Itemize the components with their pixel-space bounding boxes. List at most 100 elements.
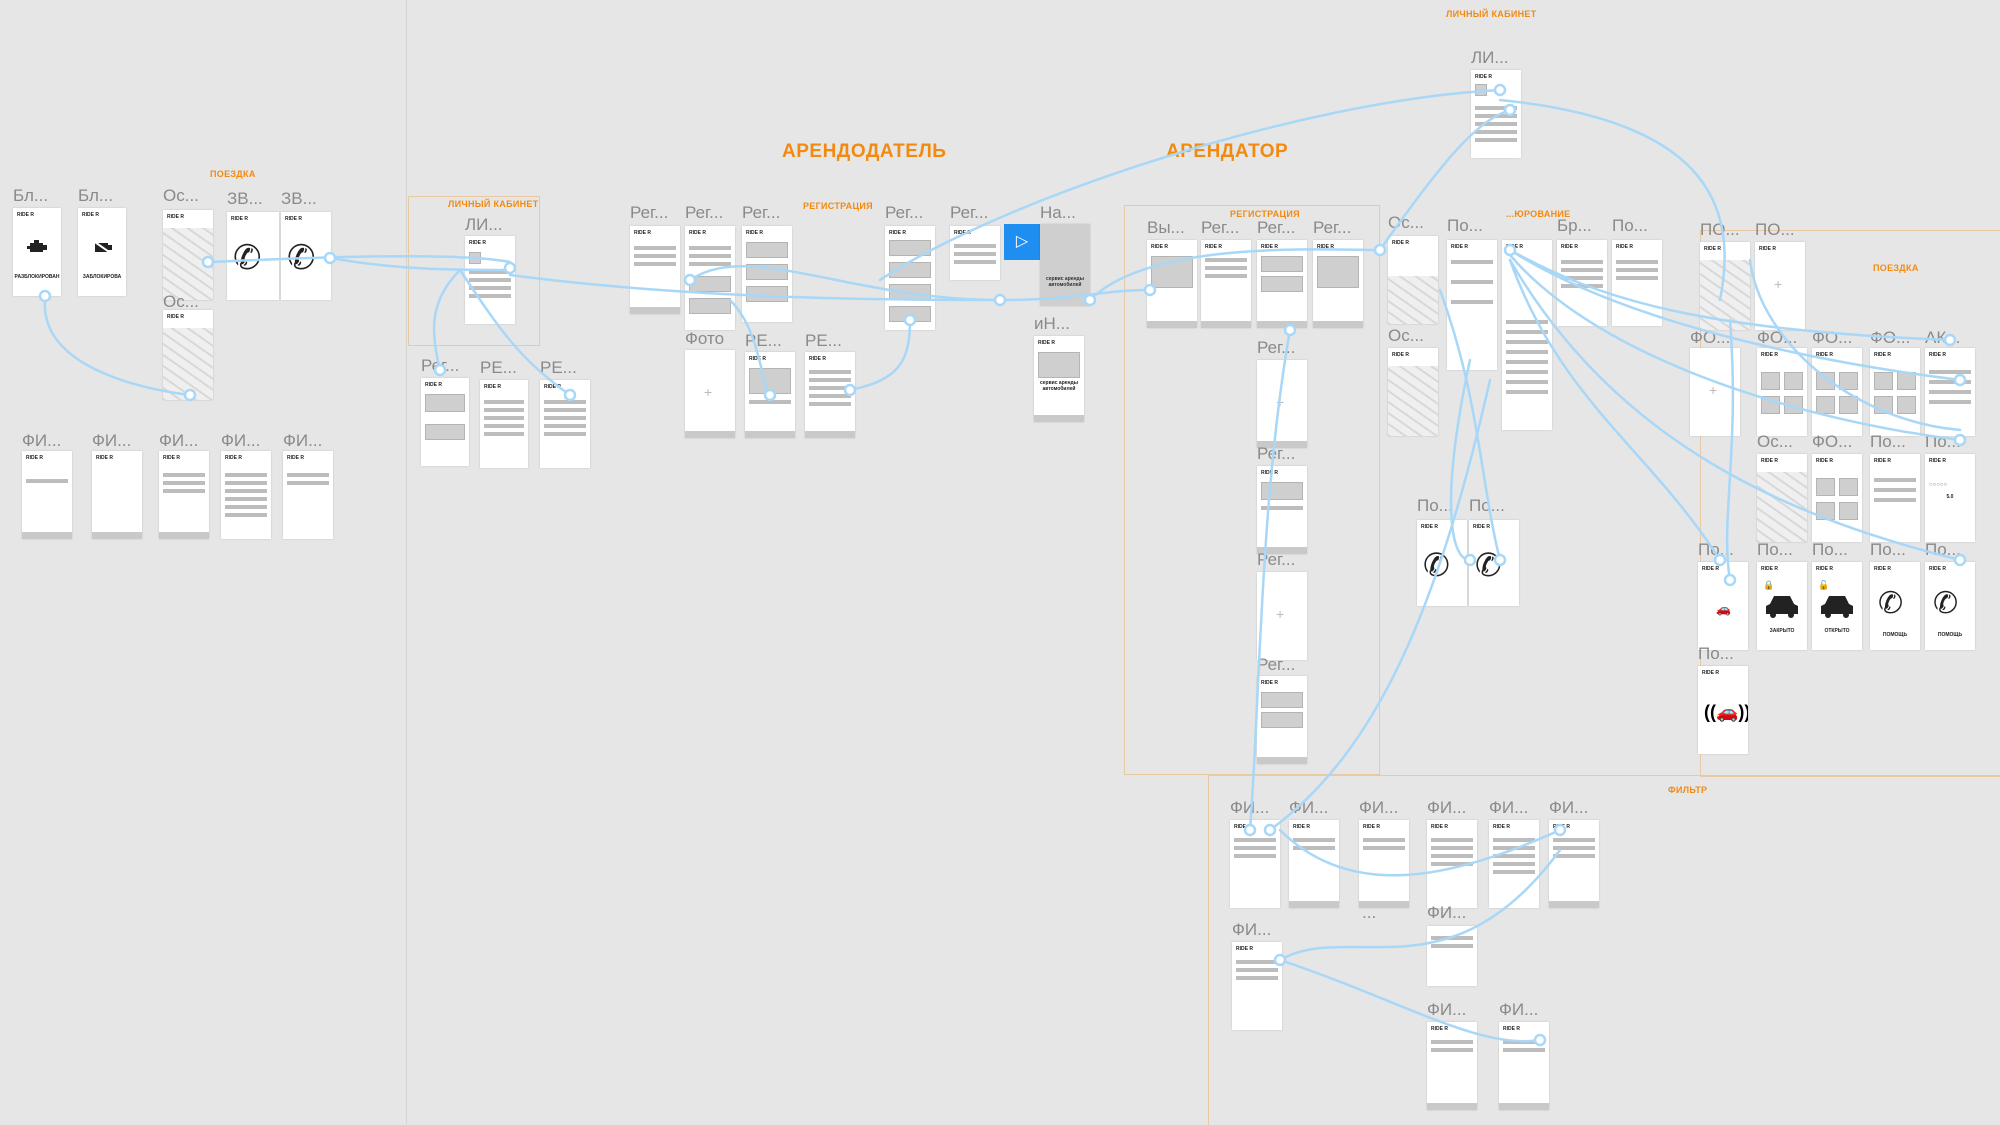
artboard-row — [1506, 380, 1548, 384]
artboard-filter[interactable]: RIDE R — [22, 451, 72, 539]
artboard-row — [634, 262, 676, 266]
artboard-logo: RIDE R — [1816, 566, 1833, 572]
form-block — [1038, 352, 1080, 378]
artboard-row — [809, 394, 851, 398]
frame-title: ЗВ... — [281, 189, 317, 208]
artboard-photo-grid[interactable]: RIDE R — [1812, 454, 1862, 542]
frame-title: По... — [1870, 540, 1906, 559]
artboard-row — [1506, 390, 1548, 394]
artboard-row — [749, 400, 791, 404]
section-label-lichnyi-kabinet-top: ЛИЧНЫЙ КАБИНЕТ — [1446, 9, 1537, 19]
frame-title: иН... — [1034, 314, 1070, 333]
artboard-registration[interactable]: RIDE R — [421, 378, 469, 466]
artboard-logo: RIDE R — [225, 455, 242, 461]
artboard-photo[interactable]: + — [685, 350, 735, 438]
artboard-choice[interactable]: RIDE R — [1147, 240, 1197, 328]
artboard-logo: RIDE R — [1261, 680, 1278, 686]
artboard-footer — [1499, 1103, 1549, 1110]
artboard-row — [225, 489, 267, 493]
artboard-row — [1493, 862, 1535, 866]
artboard-call-forward[interactable]: RIDE R ✆ — [227, 212, 279, 300]
artboard-logo: RIDE R — [746, 230, 763, 236]
artboard-photo-grid[interactable]: RIDE R — [1812, 348, 1862, 436]
lock-icon: 🔓 — [1818, 580, 1830, 590]
artboard-car-opened[interactable]: RIDE R 🔓 ОТКРЫТО — [1812, 562, 1862, 650]
artboard-row — [225, 473, 267, 477]
closed-caption: ЗАКРЫТО — [1769, 628, 1795, 634]
artboard-map[interactable]: RIDE R — [1388, 236, 1438, 324]
artboard-row — [1234, 846, 1276, 850]
artboard-logo: RIDE R — [287, 455, 304, 461]
artboard-row — [1506, 320, 1548, 324]
map-preview — [1388, 276, 1438, 324]
artboard-trip[interactable]: RIDE R + — [1755, 242, 1805, 330]
artboard-trip[interactable]: RIDE R — [1870, 454, 1920, 542]
form-block — [1261, 482, 1303, 500]
artboard-row — [689, 254, 731, 258]
artboard-car[interactable]: RIDE R 🚗 — [1698, 562, 1748, 650]
artboard-call-forward[interactable]: RIDE R ✆ — [1417, 520, 1467, 606]
artboard-row — [1561, 260, 1603, 264]
artboard-help-forward[interactable]: RIDE R ✆ ПОМОЩЬ — [1870, 562, 1920, 650]
artboard-filter[interactable]: RIDE R — [1359, 820, 1409, 908]
artboard-booking[interactable]: RIDE R — [1612, 240, 1662, 326]
artboard-logo: RIDE R — [285, 216, 302, 222]
artboard-act[interactable]: RIDE R — [1925, 348, 1975, 436]
artboard-filter[interactable]: RIDE R — [1232, 942, 1282, 1030]
frame-title: РЕ... — [805, 331, 842, 350]
frame-title: ЗВ... — [227, 189, 263, 208]
artboard-logo: RIDE R — [1151, 244, 1168, 250]
service-caption: сервис аренды автомобилей — [1045, 276, 1084, 288]
artboard-help[interactable]: RIDE R ✆ ПОМОЩЬ — [1925, 562, 1975, 650]
artboard-logo: RIDE R — [167, 314, 184, 320]
phone-icon: ✆ — [1933, 587, 1959, 620]
frame-title: ФИ... — [1289, 798, 1329, 817]
artboard-map[interactable]: RIDE R — [1388, 348, 1438, 436]
frame-title: ФИ... — [1427, 1000, 1467, 1019]
artboard-registration[interactable]: RIDE R — [950, 226, 1000, 280]
artboard-registration[interactable]: RIDE R — [1257, 676, 1307, 764]
section-label-arendator: АРЕНДАТОР — [1166, 141, 1289, 162]
artboard-car-closed[interactable]: RIDE R 🔒 ЗАКРЫТО — [1757, 562, 1807, 650]
artboard-registration[interactable]: RIDE R — [1257, 240, 1307, 328]
artboard-filter[interactable]: RIDE R — [1489, 820, 1539, 908]
artboard-registration[interactable]: RIDE R — [1257, 466, 1307, 554]
artboard-photo[interactable]: + — [1257, 572, 1307, 660]
artboard-registration[interactable]: RIDE R — [805, 352, 855, 438]
artboard-logo: RIDE R — [1503, 1026, 1520, 1032]
artboard-footer — [22, 532, 72, 539]
artboard-row — [544, 432, 586, 436]
artboard-booking[interactable]: RIDE R — [1447, 240, 1497, 370]
artboard-logo: RIDE R — [809, 356, 826, 362]
artboard-logo: RIDE R — [1392, 240, 1409, 246]
artboard-photo-grid[interactable]: RIDE R — [1757, 348, 1807, 436]
rating-stars[interactable]: ○○○○○ — [1929, 482, 1948, 488]
artboard-filter[interactable]: RIDE R — [159, 451, 209, 539]
artboard-row — [1431, 862, 1473, 866]
artboard-filter[interactable]: RIDE R — [283, 451, 333, 539]
artboard-map[interactable]: RIDE R — [163, 210, 213, 300]
artboard-row — [1475, 138, 1517, 142]
artboard-rating[interactable]: RIDE R ○○○○○ 5.0 — [1925, 454, 1975, 542]
play-button[interactable]: ▷ — [1004, 224, 1040, 260]
artboard-filter[interactable]: RIDE R — [221, 451, 271, 539]
artboard-profile[interactable]: RIDE R — [465, 236, 515, 324]
artboard-registration[interactable]: RIDE R — [1313, 240, 1363, 328]
artboard-onboarding[interactable]: RIDE R сервис аренды автомобилей — [1034, 336, 1084, 422]
artboard-row — [469, 270, 511, 274]
form-block — [425, 424, 465, 440]
section-label-bronirovanie: ...ЮРОВАНИЕ — [1506, 209, 1571, 219]
artboard-registration[interactable]: RIDE R — [630, 226, 680, 314]
artboard-filter[interactable]: RIDE R — [92, 451, 142, 539]
section-label-filtr: ФИЛЬТР — [1668, 785, 1708, 795]
artboard-row — [1553, 846, 1595, 850]
artboard-locked[interactable]: RIDE R ЗАБЛОКИРОВА — [78, 208, 126, 296]
artboard-map[interactable]: RIDE R — [163, 310, 213, 400]
artboard-unlocked[interactable]: RIDE R РАЗБЛОКИРОВАН — [13, 208, 61, 296]
artboard-onboarding[interactable]: сервис аренды автомобилей — [1040, 224, 1090, 306]
artboard-filter[interactable]: RIDE R — [1427, 1022, 1477, 1110]
artboard-car-signal[interactable]: RIDE R ((🚗)) — [1698, 666, 1748, 754]
artboard-registration[interactable]: RIDE R — [480, 380, 528, 468]
artboard-footer — [1257, 321, 1307, 328]
